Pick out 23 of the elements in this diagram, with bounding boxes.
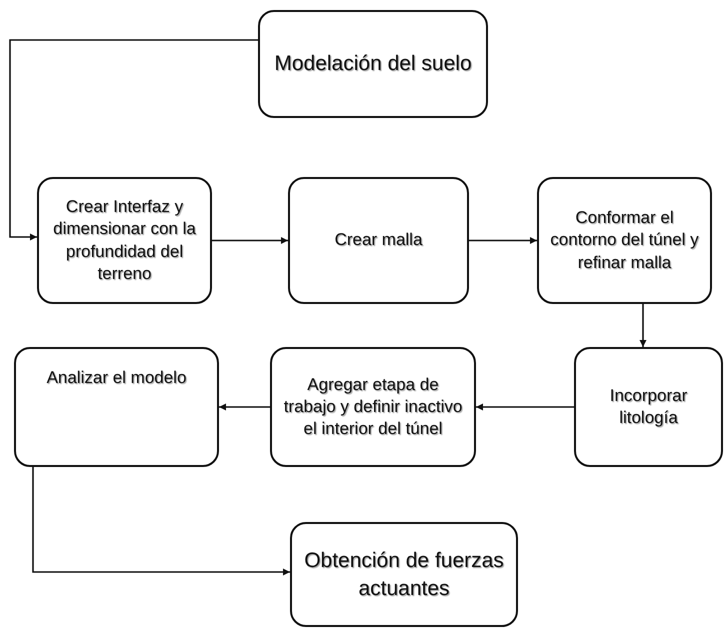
arrow [469, 237, 537, 244]
box-label: Analizar el modelo [46, 367, 186, 389]
arrow [219, 404, 270, 410]
process-box [290, 522, 518, 627]
box-label: Modelación del suelo [274, 51, 472, 78]
arrow [476, 404, 574, 410]
process-box [288, 177, 469, 304]
arrow [640, 304, 646, 347]
box-label: Crear Interfaz y dimensionar con la profundidad del terreno [52, 196, 197, 285]
box-label: Obtención de fuerzas actuantes [303, 548, 505, 602]
process-box [574, 347, 723, 467]
process-box [37, 177, 212, 304]
box-label: Conformar el contorno del túnel y refinar malla [549, 207, 700, 274]
box-label: Incorporar litología [608, 384, 688, 429]
arrow [9, 39, 258, 240]
process-box [537, 177, 712, 304]
box-label: Agregar etapa de trabajo y definir inactivo el interior del túnel [282, 374, 464, 440]
arrow [212, 237, 288, 244]
arrow [32, 467, 290, 576]
process-box [270, 347, 476, 467]
process-box [14, 347, 219, 467]
box-label: Crear malla [334, 229, 422, 252]
process-box [258, 10, 488, 118]
